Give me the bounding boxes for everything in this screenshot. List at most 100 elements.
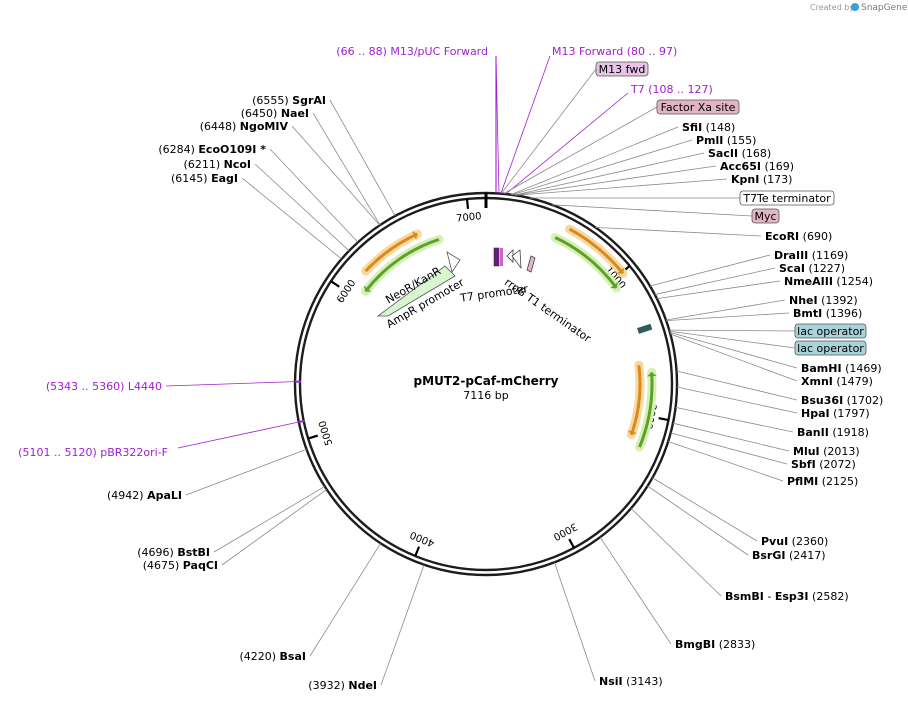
leader-ecori [595, 226, 762, 237]
site-label-bamhi: BamHI (1469) [801, 362, 882, 375]
site-position: (155) [727, 134, 757, 147]
site-label-pflmi: PflMI (2125) [787, 475, 858, 488]
site-label-ndei: (3932) NdeI [308, 679, 377, 692]
site-position: (2360) [792, 535, 829, 548]
feature-label-rrnb: rrnB T1 terminator [502, 276, 594, 346]
site-label-ecori: EcoRI (690) [765, 230, 832, 243]
leader-sfii [510, 126, 679, 195]
leader-bsu36i [676, 370, 798, 401]
leader-acc65i [514, 165, 717, 196]
site-label-bsmbi: BsmBI - Esp3I (2582) [725, 590, 849, 603]
created-by-label: Created by [810, 3, 854, 12]
feature-box-lacoperator [794, 340, 867, 356]
site-name: NcoI [224, 158, 251, 171]
site-position: (2013) [823, 445, 860, 458]
snapgene-brand: SnapGene [861, 3, 908, 13]
primer-label: (5343 .. 5360) L4440 [46, 380, 162, 393]
site-name: Acc65I [720, 160, 761, 173]
feature-orange-3-head [411, 231, 418, 241]
plasmid-name: pMUT2-pCaf-mCherry [414, 374, 559, 388]
site-position: (6448) [200, 120, 237, 133]
site-position: (173) [763, 173, 793, 186]
site-name: NdeI [348, 679, 377, 692]
svg-text:rrnB T1 terminator: rrnB T1 terminator [502, 276, 594, 346]
site-position: (2833) [719, 638, 756, 651]
feature-orange-2 [629, 364, 642, 436]
site-name: BstBI [177, 546, 210, 559]
tick-label: 7000 [456, 211, 482, 225]
feature-arrows [361, 224, 657, 452]
site-name: ApaLI [147, 489, 182, 502]
myc-tag-box [526, 255, 536, 273]
leader-sbfi [670, 432, 788, 465]
site-label-sbfi: SbfI (2072) [791, 458, 856, 471]
leader-scai [654, 267, 776, 295]
site-label-draiii: DraIII (1169) [774, 249, 848, 262]
site-name: ScaI [779, 262, 805, 275]
site-name: DraIII [774, 249, 808, 262]
feature-box-t7teterminator [739, 190, 835, 206]
feature-orange-1-head [616, 267, 625, 274]
leader-banii [675, 406, 794, 433]
site-label-naei: (6450) NaeI [241, 107, 309, 120]
site-name: BsrGI [752, 549, 785, 562]
tick-mark [414, 546, 421, 557]
primer-tick [298, 419, 305, 424]
site-name: EagI [211, 172, 238, 185]
feature-box-label: M13 fwd [599, 63, 646, 76]
leader-box-4 [669, 329, 796, 332]
primer-label: T7 (108 .. 127) [630, 83, 713, 96]
feature-box-lacoperator [794, 323, 867, 339]
site-name: MluI [793, 445, 820, 458]
site-name: NmeAIII [784, 275, 833, 288]
site-position: (1479) [836, 375, 873, 388]
site-label-bsai: (4220) BsaI [239, 650, 306, 663]
leader-box-0 [500, 68, 597, 194]
site-position: (4220) [239, 650, 276, 663]
site-position: (4942) [107, 489, 144, 502]
site-label-ncoi: (6211) NcoI [184, 158, 251, 171]
site-name: SfiI [682, 121, 702, 134]
leader-pmli [511, 139, 693, 196]
site-position: (1702) [847, 394, 884, 407]
site-label-bstbi: (4696) BstBI [137, 546, 210, 559]
leader-ngomiv [291, 125, 381, 226]
site-label-mlui: MluI (2013) [793, 445, 860, 458]
leader-apali [185, 448, 307, 496]
feature-box-label: Myc [754, 210, 776, 223]
leader-bmgbi [599, 536, 672, 645]
tick-mark [307, 434, 319, 440]
feature-box-label: lac operator [797, 325, 864, 338]
site-position: (6211) [184, 158, 221, 171]
site-label-apali: (4942) ApaLI [107, 489, 182, 502]
site-position: (1469) [845, 362, 882, 375]
leader-box-3 [552, 204, 753, 217]
site-label-bmti: BmtI (1396) [793, 307, 862, 320]
site-position: (4675) [143, 559, 180, 572]
site-label-bsu36i: Bsu36I (1702) [801, 394, 883, 407]
site-name: HpaI [801, 407, 830, 420]
leader-mlui [672, 422, 790, 452]
site-name: PaqCI [183, 559, 218, 572]
leader-hpai [676, 386, 798, 414]
site-name: PmlI [696, 134, 723, 147]
site-name: BmtI [793, 307, 822, 320]
leader-bstbi [213, 486, 325, 553]
site-name: Bsu36I [801, 394, 843, 407]
leader-nsii [554, 562, 596, 682]
feature-green-cds-2 [638, 372, 654, 448]
site-label-nmeaiii: NmeAIII (1254) [784, 275, 873, 288]
leader-pflmi [668, 441, 784, 482]
feature-orange-1 [568, 227, 625, 275]
site-name: SacII [708, 147, 738, 160]
site-position: (1169) [812, 249, 849, 262]
tick-mark [658, 417, 669, 422]
site-name: NheI [789, 294, 818, 307]
site-alt-name: Esp3I [775, 590, 809, 603]
site-label-kpni: KpnI (173) [731, 173, 792, 186]
site-name: EcoRI [765, 230, 799, 243]
site-name: BsmBI [725, 590, 764, 603]
leader-ndei [380, 564, 425, 686]
snapgene-logo-icon [851, 3, 859, 11]
site-position: (1396) [826, 307, 863, 320]
